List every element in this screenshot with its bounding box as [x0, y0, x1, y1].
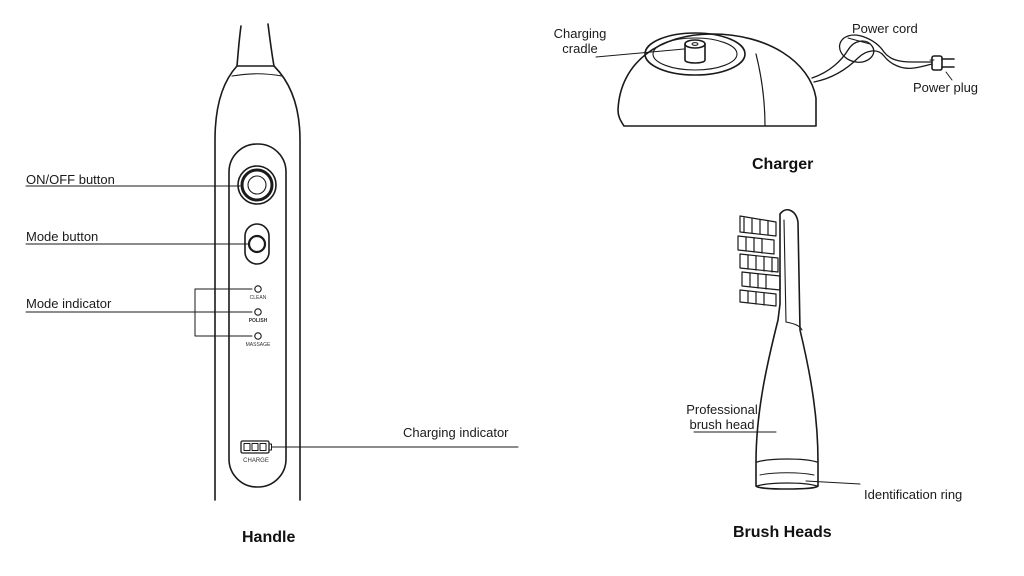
power-cord: [811, 34, 933, 79]
caption-charger: Charger: [752, 156, 814, 173]
label-charging-cradle-line2: cradle: [562, 41, 598, 56]
label-identification-ring: Identification ring: [864, 487, 963, 502]
handle-body: [214, 65, 301, 501]
battery-icon: [240, 440, 272, 454]
brush-leader-lines: [693, 431, 861, 485]
charge-text: CHARGE: [243, 458, 269, 464]
mode-name-polish: POLISH: [249, 318, 268, 324]
caption-brush-heads: Brush Heads: [733, 524, 832, 541]
charger-recess-outer: [644, 32, 746, 76]
brush-head-groove: [783, 219, 803, 331]
identification-ring: [756, 458, 818, 487]
label-mode-button: Mode button: [26, 229, 99, 244]
label-on-off-button: ON/OFF button: [26, 172, 115, 187]
handle: [214, 23, 301, 501]
label-professional-brush-head-line2: brush head: [689, 417, 755, 432]
label-power-cord: Power cord: [852, 21, 918, 36]
mode-name-clean: CLEAN: [250, 295, 267, 301]
leader-power-cord: [847, 37, 871, 45]
bristles: [737, 215, 781, 307]
label-charging-indicator: Charging indicator: [403, 425, 509, 440]
brush-head: [737, 209, 819, 490]
leader-identification-ring: [805, 480, 861, 485]
control-panel: [228, 143, 287, 488]
on-off-button: [237, 165, 277, 205]
led-clean: [254, 285, 262, 293]
mode-indicator-leds: [254, 285, 262, 340]
caption-handle: Handle: [242, 529, 296, 546]
handle-shoulder-line: [231, 73, 283, 77]
brush-head-body: [755, 209, 819, 490]
led-massage: [254, 332, 262, 340]
charging-post: [684, 43, 706, 64]
handle-leader-lines: [25, 185, 519, 448]
led-polish: [254, 308, 262, 316]
charger-seam: [755, 53, 766, 127]
label-mode-indicator: Mode indicator: [26, 296, 112, 311]
charger-dome: [617, 33, 817, 127]
leader-power-plug: [945, 71, 953, 81]
mode-name-massage: MASSAGE: [246, 342, 271, 348]
handle-neck: [236, 23, 275, 67]
charging-post-top: [684, 39, 706, 49]
leader-cradle: [595, 48, 685, 58]
power-plug: [931, 55, 943, 71]
charger-leader-lines: [595, 37, 953, 81]
charger: [617, 32, 955, 127]
charger-recess-inner: [652, 37, 738, 71]
label-charging-cradle-line1: Charging: [553, 26, 607, 41]
label-professional-brush-head-line1: Professional: [686, 402, 758, 417]
mode-button: [244, 223, 270, 265]
label-power-plug: Power plug: [913, 80, 979, 95]
